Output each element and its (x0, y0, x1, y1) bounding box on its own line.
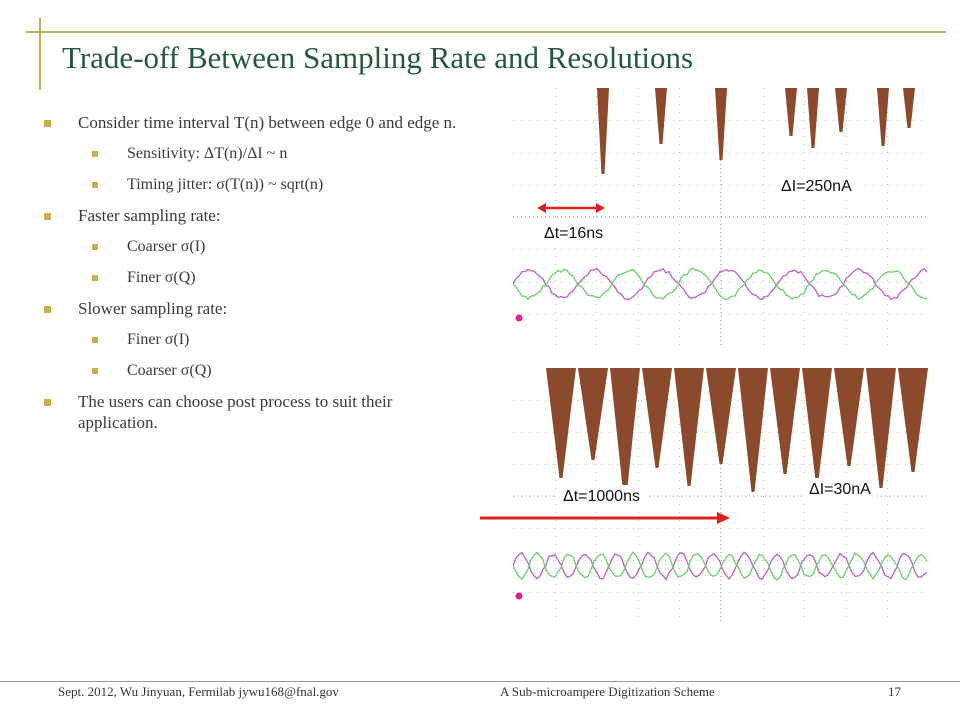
bullet-marker-icon (44, 306, 51, 313)
sub-bullet-item: Coarser σ(I) (44, 236, 464, 257)
waveform-spikes (597, 88, 915, 174)
slide-title: Trade-off Between Sampling Rate and Reso… (62, 40, 694, 75)
arrow-head-icon (596, 203, 605, 213)
sub-bullet-item: Sensitivity: ΔT(n)/ΔI ~ n (44, 143, 464, 164)
bullet-marker-icon (44, 213, 51, 220)
bullet-marker-icon (92, 337, 98, 343)
bullet-text: Faster sampling rate: (78, 206, 221, 225)
arrow-head-icon (717, 512, 730, 524)
waveform-spikes (546, 368, 928, 496)
green-trace (513, 267, 928, 301)
page-number: 17 (888, 684, 901, 699)
arrow-head-icon (537, 203, 546, 213)
channel-marker-icon (515, 314, 523, 322)
bullet-item: Slower sampling rate: (44, 298, 464, 319)
title-accent-vertical (39, 18, 41, 90)
long-time-arrow (480, 512, 730, 524)
bullet-text: Timing jitter: σ(T(n)) ~ sqrt(n) (127, 176, 324, 193)
bullet-text: Finer σ(Q) (127, 269, 196, 286)
sub-bullet-item: Finer σ(I) (44, 329, 464, 350)
magenta-trace (513, 551, 928, 581)
oscilloscope-screen (513, 88, 929, 346)
bullet-list: Consider time interval T(n) between edge… (44, 112, 464, 443)
bullet-text: Consider time interval T(n) between edge… (78, 113, 457, 132)
bullet-marker-icon (44, 120, 51, 127)
sub-bullet-item: Timing jitter: σ(T(n)) ~ sqrt(n) (44, 174, 464, 195)
oscilloscope-capture-fast: Δt=16ns ΔI=250nA (513, 88, 929, 346)
bullet-item: Faster sampling rate: (44, 205, 464, 226)
delta-i-label: ΔI=30nA (803, 478, 877, 502)
bullet-text: Coarser σ(Q) (127, 362, 212, 379)
bullet-marker-icon (92, 151, 98, 157)
sub-bullet-item: Finer σ(Q) (44, 267, 464, 288)
bullet-text: The users can choose post process to sui… (78, 392, 393, 432)
bullet-marker-icon (92, 244, 98, 250)
channel-marker-icon (515, 592, 523, 600)
bullet-text: Slower sampling rate: (78, 299, 228, 318)
delta-i-label: ΔI=250nA (775, 175, 858, 199)
title-accent-horizontal (26, 31, 946, 33)
bullet-item: The users can choose post process to sui… (44, 391, 464, 433)
footer-rule (0, 681, 960, 682)
bullet-marker-icon (92, 182, 98, 188)
footer-left: Sept. 2012, Wu Jinyuan, Fermilab jywu168… (58, 684, 339, 699)
bullet-text: Coarser σ(I) (127, 238, 206, 255)
delta-t-label: Δt=1000ns (557, 485, 646, 509)
green-trace (513, 550, 928, 581)
magenta-trace (513, 267, 928, 301)
delta-t-label: Δt=16ns (538, 222, 610, 246)
bullet-item: Consider time interval T(n) between edge… (44, 112, 464, 133)
bullet-text: Sensitivity: ΔT(n)/ΔI ~ n (127, 145, 288, 162)
bullet-marker-icon (44, 399, 51, 406)
oscilloscope-capture-slow: Δt=1000ns ΔI=30nA (513, 368, 929, 624)
bullet-text: Finer σ(I) (127, 331, 190, 348)
bullet-marker-icon (92, 368, 98, 374)
sub-bullet-item: Coarser σ(Q) (44, 360, 464, 381)
bullet-marker-icon (92, 275, 98, 281)
footer-center: A Sub-microampere Digitization Scheme (500, 684, 715, 699)
